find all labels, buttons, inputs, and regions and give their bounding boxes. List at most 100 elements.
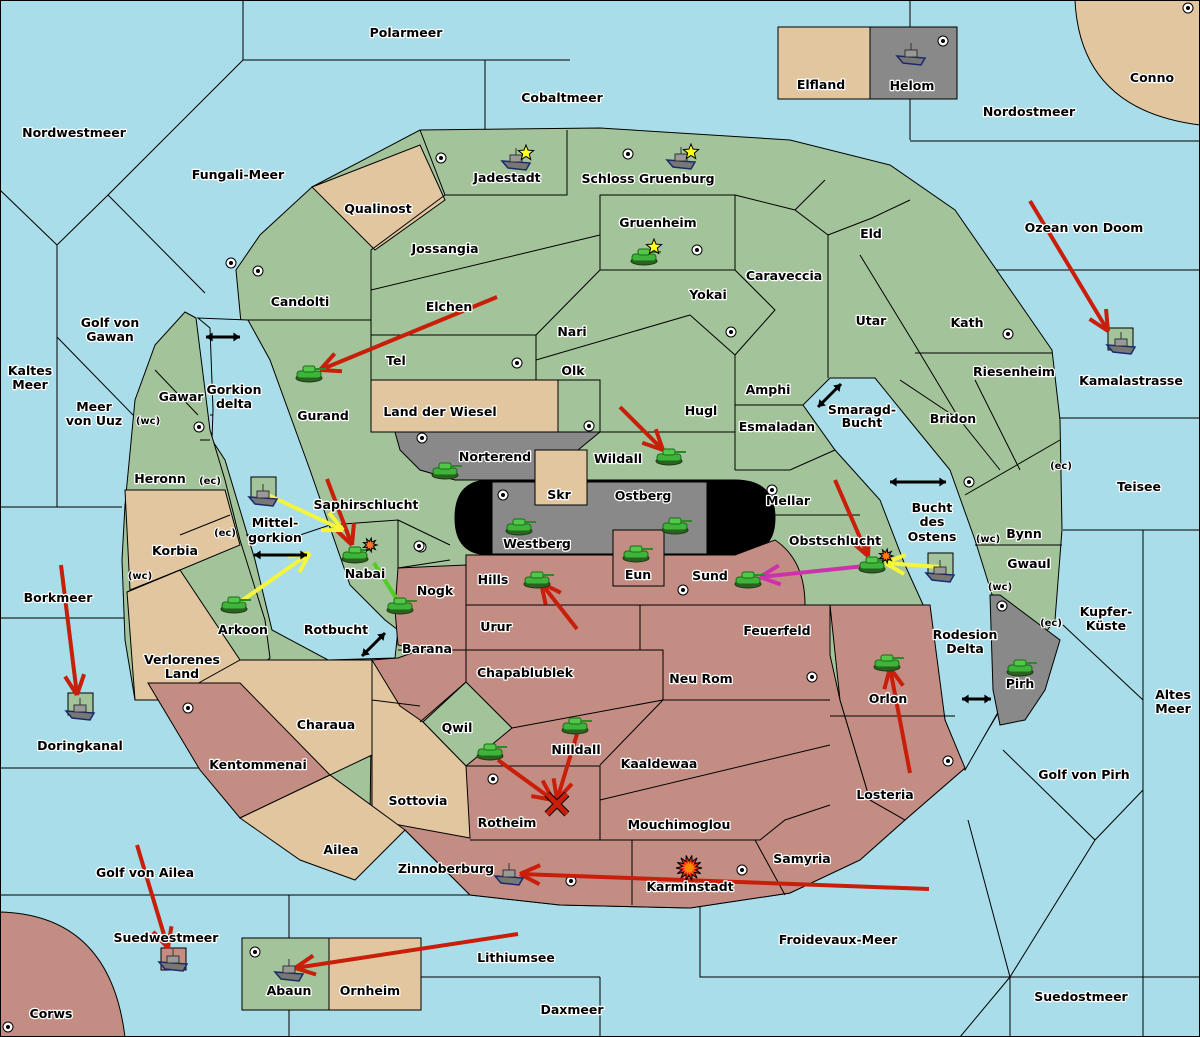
fleet-ship-icon[interactable] [895, 43, 927, 66]
fleet-ship-icon[interactable] [665, 142, 700, 170]
army-tank-icon[interactable] [655, 448, 686, 466]
sea-label-mittelgorkion-1[interactable]: Mittel- [250, 514, 299, 532]
province-label-charaua[interactable]: Charaua [296, 716, 357, 734]
province-label-abaun[interactable]: Abaun [265, 982, 312, 1000]
order-arrow-move[interactable] [519, 863, 930, 891]
province-label-schloss-gruenburg[interactable]: Schloss Gruenburg [580, 170, 716, 188]
province-label-barana[interactable]: Barana [401, 640, 453, 658]
order-arrow-move[interactable] [325, 478, 356, 547]
province-label-helom[interactable]: Helom [888, 77, 935, 95]
order-arrow-move[interactable] [135, 844, 174, 950]
sea-label-ozean-von-doom[interactable]: Ozean von Doom [1023, 219, 1144, 237]
fleet-ship-icon[interactable] [157, 949, 189, 972]
province-label-samyria[interactable]: Samyria [772, 850, 832, 868]
army-tank-icon[interactable] [630, 237, 663, 266]
province-label-gwaul[interactable]: Gwaul [1006, 555, 1052, 573]
province-label-arkoon[interactable]: Arkoon [217, 621, 269, 639]
province-label-neu-rom[interactable]: Neu Rom [668, 670, 734, 688]
order-arrow-move[interactable] [318, 295, 498, 374]
fleet-ship-icon[interactable] [493, 863, 525, 886]
province-label-qualinost[interactable]: Qualinost [343, 200, 413, 218]
province-label-karminstadt[interactable]: Karminstadt [645, 878, 735, 896]
army-tank-icon[interactable] [734, 571, 765, 589]
order-arrow-move[interactable] [59, 564, 86, 697]
province-label-urur[interactable]: Urur [479, 618, 514, 636]
province-label-utar[interactable]: Utar [854, 312, 888, 330]
sea-label-lithiumsee[interactable]: Lithiumsee [476, 949, 556, 967]
army-tank-icon[interactable] [661, 517, 692, 535]
sea-label-smaragd-bucht-2[interactable]: Bucht [840, 414, 883, 432]
army-tank-icon[interactable] [386, 597, 417, 615]
province-label-yokai[interactable]: Yokai [687, 286, 728, 304]
army-tank-icon[interactable] [1006, 659, 1037, 677]
sea-label-bucht-des-ostens-3[interactable]: Ostens [906, 528, 957, 546]
province-label-amphi[interactable]: Amphi [744, 381, 791, 399]
sea-label-borkmeer[interactable]: Borkmeer [22, 589, 94, 607]
sea-label-smaragd-bucht-1[interactable]: Smaragd- [827, 401, 898, 419]
sea-label-altes-meer-2[interactable]: Meer [1154, 700, 1193, 718]
province-label-skr[interactable]: Skr [546, 486, 573, 504]
province-label-orlon[interactable]: Orlon [867, 690, 908, 708]
order-arrow-move[interactable] [1028, 199, 1110, 333]
province-label-riesenheim[interactable]: Riesenheim [972, 363, 1056, 381]
province-label-chapablublek[interactable]: Chapablublek [476, 664, 575, 682]
province-label-gurand[interactable]: Gurand [296, 407, 350, 425]
province-label-candolti[interactable]: Candolti [269, 293, 330, 311]
army-tank-icon[interactable] [561, 717, 592, 735]
province-label-hills[interactable]: Hills [476, 571, 509, 589]
province-label-obstschlucht[interactable]: Obstschlucht [788, 532, 883, 550]
sea-label-gorkion-delta-1[interactable]: Gorkion [205, 381, 263, 399]
province-label-korbia[interactable]: Korbia [151, 542, 199, 560]
province-label-nari[interactable]: Nari [556, 323, 588, 341]
province-label-jossangia[interactable]: Jossangia [409, 240, 480, 258]
sea-label-mittelgorkion-2[interactable]: gorkion [247, 529, 303, 547]
province-label-olk[interactable]: Olk [560, 362, 586, 380]
province-label-elchen[interactable]: Elchen [424, 298, 473, 316]
province-label-mellar[interactable]: Mellar [765, 492, 812, 510]
fleet-ship-icon[interactable] [273, 959, 305, 982]
sea-label-golf-von-ailea[interactable]: Golf von Ailea [95, 864, 196, 882]
sea-label-teisee[interactable]: Teisee [1116, 478, 1163, 496]
province-label-bynn[interactable]: Bynn [1005, 525, 1043, 543]
sea-label-kaltes-meer-1[interactable]: Kaltes [7, 362, 54, 380]
sea-label-gorkion-delta-2[interactable]: delta [215, 395, 254, 413]
province-label-feuerfeld[interactable]: Feuerfeld [742, 622, 812, 640]
sea-label-nordwestmeer[interactable]: Nordwestmeer [21, 124, 128, 142]
sea-label-meer-von-uuz-2[interactable]: von Uuz [65, 412, 124, 430]
sea-label-golf-von-pirh[interactable]: Golf von Pirh [1037, 766, 1131, 784]
province-label-rotheim[interactable]: Rotheim [476, 814, 537, 832]
province-label-mouchimoglou[interactable]: Mouchimoglou [626, 816, 731, 834]
province-label-verlorenes-land-2[interactable]: Land [164, 665, 201, 683]
sea-label-rodesion-delta-2[interactable]: Delta [945, 640, 985, 658]
province-label-kaaldewaa[interactable]: Kaaldewaa [619, 755, 698, 773]
army-tank-icon[interactable] [476, 743, 507, 761]
sea-label-fungali-meer[interactable]: Fungali-Meer [191, 166, 287, 184]
army-tank-icon[interactable] [431, 462, 462, 480]
sea-label-kupfer-kueste-1[interactable]: Kupfer- [1078, 603, 1133, 621]
province-label-kath[interactable]: Kath [949, 314, 985, 332]
province-label-qwil[interactable]: Qwil [440, 719, 473, 737]
order-arrow-support[interactable] [884, 553, 941, 576]
sea-label-bucht-des-ostens-2[interactable]: des [918, 513, 945, 531]
army-tank-icon[interactable] [220, 596, 251, 614]
province-label-norterend[interactable]: Norterend [458, 448, 533, 466]
province-label-sottovia[interactable]: Sottovia [387, 792, 449, 810]
province-label-pirh[interactable]: Pirh [1004, 675, 1035, 693]
province-label-gawar[interactable]: Gawar [157, 388, 205, 406]
sea-label-rotbucht[interactable]: Rotbucht [303, 621, 370, 639]
fleet-ship-icon[interactable] [924, 560, 956, 583]
province-label-corws[interactable]: Corws [28, 1005, 73, 1023]
sea-label-golf-von-gawan-2[interactable]: Gawan [85, 328, 135, 346]
fleet-ship-icon[interactable] [64, 698, 96, 721]
sea-label-golf-von-gawan-1[interactable]: Golf von [79, 314, 140, 332]
province-label-eld[interactable]: Eld [859, 225, 883, 243]
province-label-land-der-wiesel[interactable]: Land der Wiesel [382, 403, 498, 421]
province-label-saphirschlucht[interactable]: Saphirschlucht [312, 496, 419, 514]
sea-label-kupfer-kueste-2[interactable]: Küste [1085, 617, 1128, 635]
province-label-caraveccia[interactable]: Caraveccia [745, 267, 824, 285]
province-label-esmaladan[interactable]: Esmaladan [738, 418, 817, 436]
sea-label-kamalastrasse[interactable]: Kamalastrasse [1078, 372, 1184, 390]
sea-label-nordostmeer[interactable]: Nordostmeer [982, 103, 1078, 121]
